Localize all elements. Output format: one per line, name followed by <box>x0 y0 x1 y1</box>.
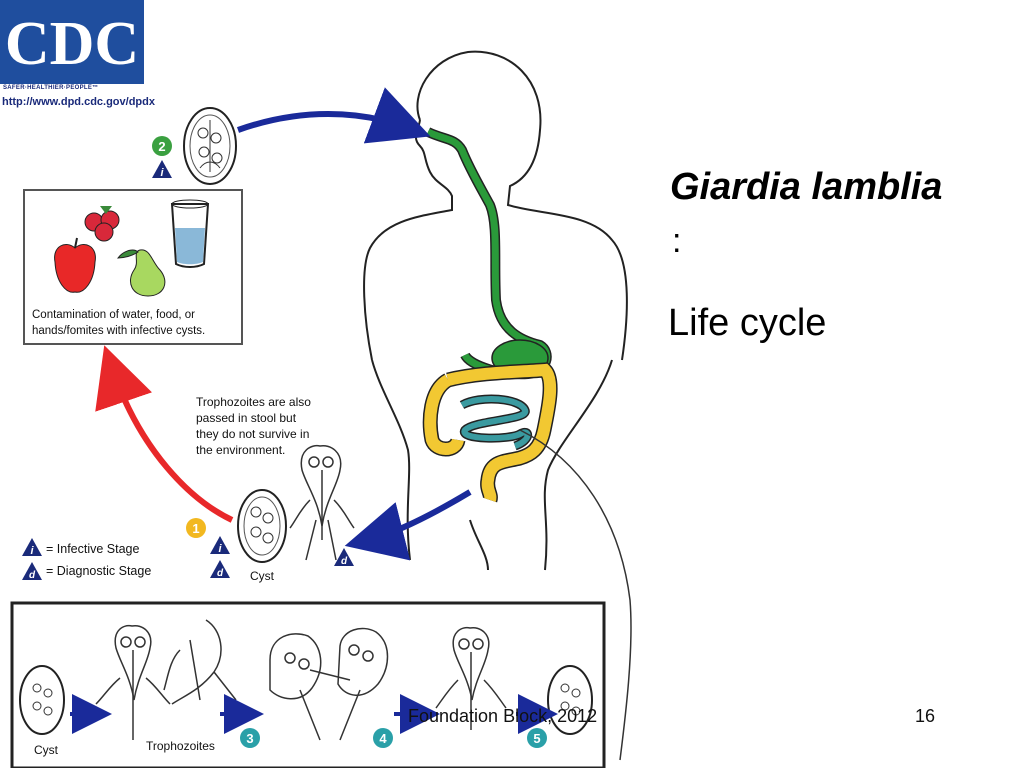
diagnostic-badge-cyst: d <box>210 560 230 579</box>
contamination-box: Contamination of water, food, or hands/f… <box>23 189 243 345</box>
step-1-badge: 1 <box>186 518 206 538</box>
svg-text:Contamination of water, food,: Contamination of water, food, or <box>32 309 195 321</box>
top-cyst <box>183 107 237 185</box>
glass-of-water-icon <box>170 199 210 268</box>
svg-text:passed in stool but: passed in stool but <box>196 411 297 425</box>
path-line <box>519 429 632 761</box>
svg-text:5: 5 <box>533 731 540 746</box>
svg-text:3: 3 <box>246 731 253 746</box>
trophozoites-note: Trophozoites are also passed in stool bu… <box>196 395 311 457</box>
step-4-badge: 4 <box>373 728 393 748</box>
cyst-figure <box>237 489 287 563</box>
step-5-badge: 5 <box>527 728 547 748</box>
cdc-tagline: SAFER·HEALTHIER·PEOPLE™ <box>3 85 99 91</box>
svg-text:Trophozoites are also: Trophozoites are also <box>196 395 311 409</box>
svg-text:i: i <box>30 545 34 557</box>
step-3-badge: 3 <box>240 728 260 748</box>
pear-icon <box>116 249 166 297</box>
svg-text:CDC: CDC <box>5 10 139 78</box>
footer-text: Foundation Block, 2012 <box>408 706 598 726</box>
svg-text:hands/fomites with infective c: hands/fomites with infective cysts. <box>32 325 205 337</box>
bottom-dividing-pair <box>269 627 389 741</box>
cdc-logo: CDC <box>0 0 144 84</box>
svg-text:d: d <box>341 556 348 567</box>
svg-text:1: 1 <box>192 521 199 536</box>
diagnostic-badge-trophozoite: d <box>334 548 354 567</box>
step-2-badge: 2 <box>152 136 172 156</box>
infective-badge-cyst: i <box>210 536 230 555</box>
apple-icon <box>54 237 96 293</box>
bottom-trophozoite-2 <box>163 619 237 705</box>
digestive-tract <box>422 127 558 503</box>
svg-text:i: i <box>218 543 222 555</box>
human-body-outline <box>363 50 628 571</box>
legend-diagnostic-icon: d <box>22 562 42 581</box>
svg-text:d: d <box>217 568 224 579</box>
cyst-label: Cyst <box>250 569 275 583</box>
bottom-cyst-label: Cyst <box>34 743 59 757</box>
trophozoite-figure <box>289 444 355 561</box>
raspberry-icon <box>84 206 120 242</box>
svg-text:4: 4 <box>379 731 387 746</box>
arrow-contamination <box>95 345 234 523</box>
arrow-excretion <box>344 489 472 561</box>
slide-subtitle: Life cycle <box>668 302 827 344</box>
bottom-cyst-left <box>19 665 65 735</box>
title-colon: : <box>672 222 682 260</box>
bottom-stages-panel: 3 4 5 Cyst Trophozoites <box>10 601 606 768</box>
legend: i = Infective Stage d = Diagnostic Stage <box>22 538 151 581</box>
cdc-url: http://www.dpd.cdc.gov/dpdx <box>2 96 155 108</box>
legend-infective-icon: i <box>22 538 42 557</box>
page-number: 16 <box>915 706 936 726</box>
bottom-trophozoite-3 <box>435 626 507 730</box>
svg-text:the environment.: the environment. <box>196 443 285 457</box>
svg-text:they do not survive in: they do not survive in <box>196 427 309 441</box>
slide-title: Giardia lamblia <box>670 166 943 208</box>
svg-text:i: i <box>160 167 164 179</box>
svg-text:d: d <box>29 570 36 581</box>
arrow-ingestion <box>236 87 431 144</box>
svg-text:= Infective Stage: = Infective Stage <box>46 542 140 556</box>
svg-text:= Diagnostic Stage: = Diagnostic Stage <box>46 564 151 578</box>
infective-badge-top: i <box>152 160 172 179</box>
svg-text:2: 2 <box>158 139 165 154</box>
bottom-trophozoites-label: Trophozoites <box>146 739 215 753</box>
